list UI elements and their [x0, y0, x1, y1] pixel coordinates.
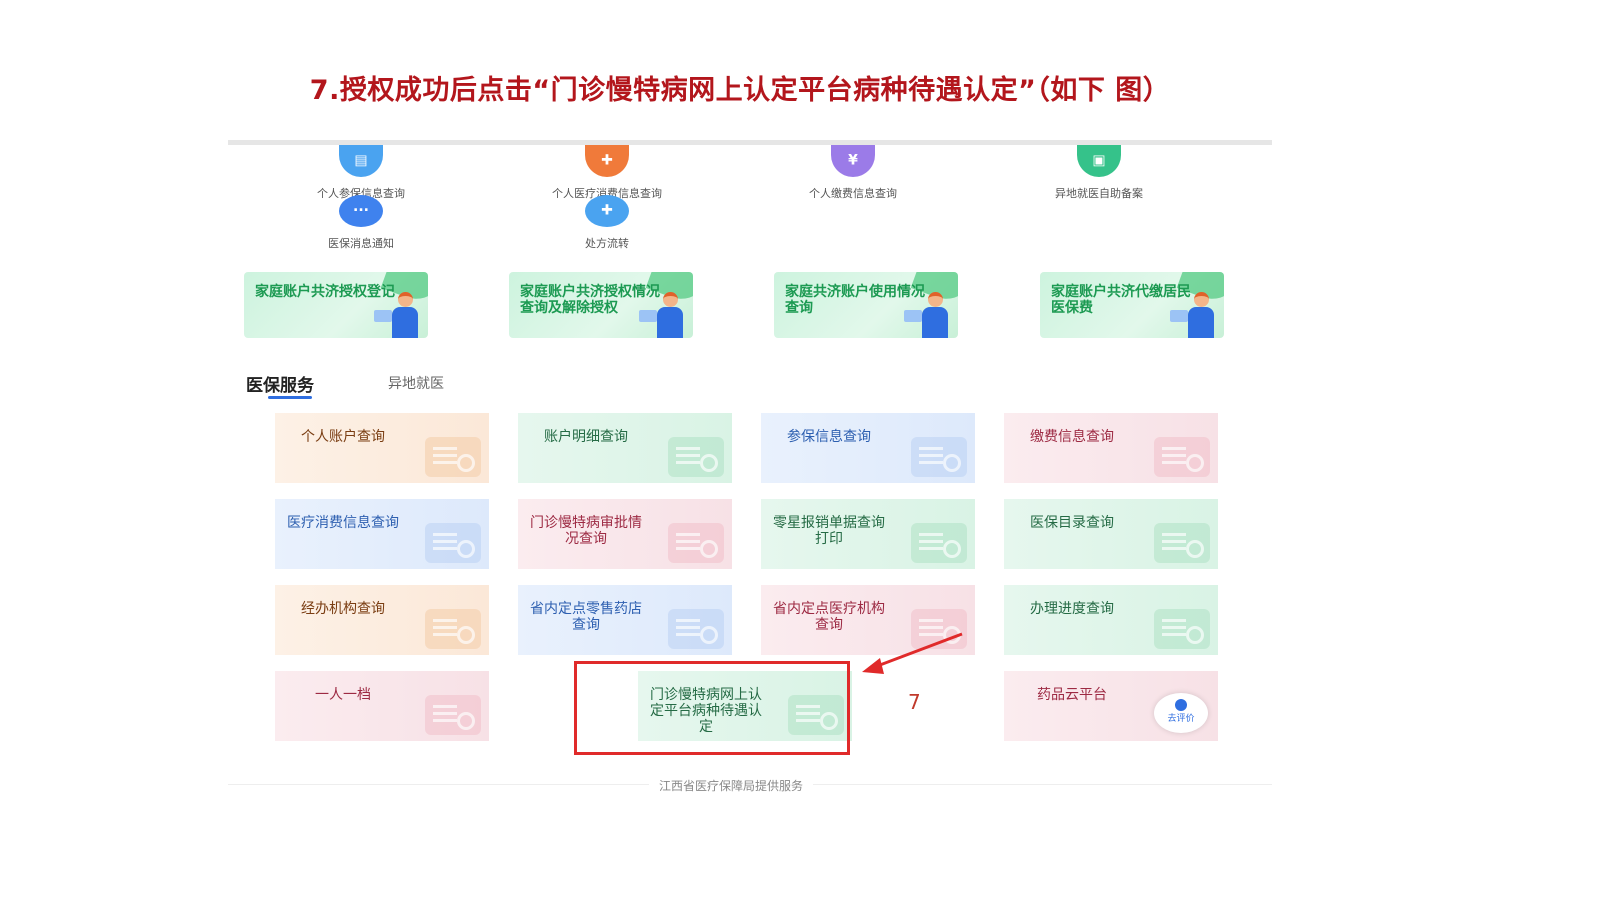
service-chronic-disease-approval-query[interactable]: 门诊慢特病审批情况查询 [518, 499, 732, 569]
shield-icon [425, 695, 481, 735]
top-icon-label: 个人医疗消费信息查询 [552, 187, 662, 200]
ribbon-icon [1175, 699, 1187, 711]
service-label: 省内定点医疗机构查询 [773, 601, 885, 633]
banner-label: 家庭共济账户使用情况查询 [785, 284, 925, 316]
banner-family-account-authorize[interactable]: 家庭账户共济授权登记 [244, 272, 428, 338]
active-tab-indicator [268, 396, 312, 399]
banner-family-proxy-payment[interactable]: 家庭账户共济代缴居民医保费 [1040, 272, 1224, 338]
hospital-icon: ✚ [585, 145, 629, 177]
service-chronic-disease-online-certification[interactable]: 门诊慢特病网上认定平台病种待遇认定 [638, 671, 852, 741]
footer-text: 江西省医疗保障局提供服务 [648, 779, 813, 793]
top-icon-label: 异地就医自助备案 [1055, 187, 1143, 200]
top-icon-label: 处方流转 [585, 237, 629, 250]
banner-family-authorization-query[interactable]: 家庭账户共济授权情况查询及解除授权 [509, 272, 693, 338]
service-account-detail-query[interactable]: 账户明细查询 [518, 413, 732, 483]
insurance-message-entry[interactable]: ··· 医保消息通知 [246, 195, 476, 251]
service-retail-pharmacy-query[interactable]: 省内定点零售药店查询 [518, 585, 732, 655]
tab-offsite-medical[interactable]: 异地就医 [388, 376, 444, 392]
prescription-transfer-entry[interactable]: ✚ 处方流转 [492, 195, 722, 251]
person-illustration [904, 292, 950, 338]
service-label: 办理进度查询 [1030, 601, 1114, 617]
service-one-person-one-file[interactable]: 一人一档 [275, 671, 489, 741]
shield-icon [1154, 437, 1210, 477]
evaluate-label: 去评价 [1167, 714, 1195, 724]
service-drug-cloud-platform[interactable]: 药品云平台 去评价 [1004, 671, 1218, 741]
document-icon [1154, 609, 1210, 649]
message-icon: ··· [339, 195, 383, 227]
slide-title: 7.授权成功后点击“门诊慢特病网上认定平台病种待遇认定”（如下 图） [309, 75, 1171, 106]
service-progress-query[interactable]: 办理进度查询 [1004, 585, 1218, 655]
service-label: 省内定点零售药店查询 [530, 601, 642, 633]
document-icon [911, 437, 967, 477]
service-insurance-info-query[interactable]: 参保信息查询 [761, 413, 975, 483]
service-label: 门诊慢特病审批情况查询 [530, 515, 642, 547]
banner-family-account-usage[interactable]: 家庭共济账户使用情况查询 [774, 272, 958, 338]
service-label: 参保信息查询 [787, 429, 871, 445]
footer: 江西省医疗保障局提供服务 [0, 777, 1462, 794]
service-personal-account-query[interactable]: 个人账户查询 [275, 413, 489, 483]
service-label: 经办机构查询 [301, 601, 385, 617]
service-medical-consumption-query[interactable]: 医疗消费信息查询 [275, 499, 489, 569]
service-insurance-catalog-query[interactable]: 医保目录查询 [1004, 499, 1218, 569]
virus-icon [668, 523, 724, 563]
offsite-self-record-entry[interactable]: ▣ 异地就医自助备案 [984, 145, 1214, 201]
banner-label: 家庭账户共济授权情况查询及解除授权 [520, 284, 660, 316]
service-label: 医疗消费信息查询 [287, 515, 399, 531]
id-card-icon: ▤ [339, 145, 383, 177]
top-icon-label: 个人缴费信息查询 [809, 187, 897, 200]
personal-medical-consumption-entry[interactable]: ✚ 个人医疗消费信息查询 [492, 145, 722, 201]
document-icon [425, 437, 481, 477]
service-payment-info-query[interactable]: 缴费信息查询 [1004, 413, 1218, 483]
document-icon [425, 609, 481, 649]
service-label: 门诊慢特病网上认定平台病种待遇认定 [650, 687, 762, 735]
document-icon [668, 437, 724, 477]
personal-payment-info-entry[interactable]: ¥ 个人缴费信息查询 [738, 145, 968, 201]
service-label: 药品云平台 [1037, 687, 1107, 703]
personal-insurance-info-entry[interactable]: ▤ 个人参保信息查询 [246, 145, 476, 201]
payment-icon: ¥ [831, 145, 875, 177]
person-illustration [1170, 292, 1216, 338]
receipt-icon [668, 609, 724, 649]
step-number: 7 [908, 690, 921, 714]
top-icon-label: 个人参保信息查询 [317, 187, 405, 200]
document-icon [788, 695, 844, 735]
highlight-box [574, 661, 850, 755]
shield-icon [911, 609, 967, 649]
tab-medical-insurance-service[interactable]: 医保服务 [246, 376, 314, 396]
banner-label: 家庭账户共济代缴居民医保费 [1051, 284, 1191, 316]
service-label: 一人一档 [315, 687, 371, 703]
prescription-icon: ✚ [585, 195, 629, 227]
service-label: 医保目录查询 [1030, 515, 1114, 531]
service-label: 缴费信息查询 [1030, 429, 1114, 445]
document-icon [1154, 523, 1210, 563]
evaluate-badge[interactable]: 去评价 [1154, 693, 1208, 733]
app-screenshot: ▤ 个人参保信息查询 ✚ 个人医疗消费信息查询 ¥ 个人缴费信息查询 ▣ 异地就… [228, 140, 1272, 825]
document-icon [911, 523, 967, 563]
service-label: 零星报销单据查询打印 [773, 515, 885, 547]
banner-label: 家庭账户共济授权登记 [255, 284, 395, 300]
receipt-icon [425, 523, 481, 563]
pointer-arrow-icon [862, 632, 963, 674]
record-icon: ▣ [1077, 145, 1121, 177]
service-label: 账户明细查询 [544, 429, 628, 445]
top-icon-label: 医保消息通知 [328, 237, 394, 250]
person-illustration [639, 292, 685, 338]
service-agency-query[interactable]: 经办机构查询 [275, 585, 489, 655]
service-label: 个人账户查询 [301, 429, 385, 445]
service-reimbursement-print[interactable]: 零星报销单据查询打印 [761, 499, 975, 569]
person-illustration [374, 292, 420, 338]
